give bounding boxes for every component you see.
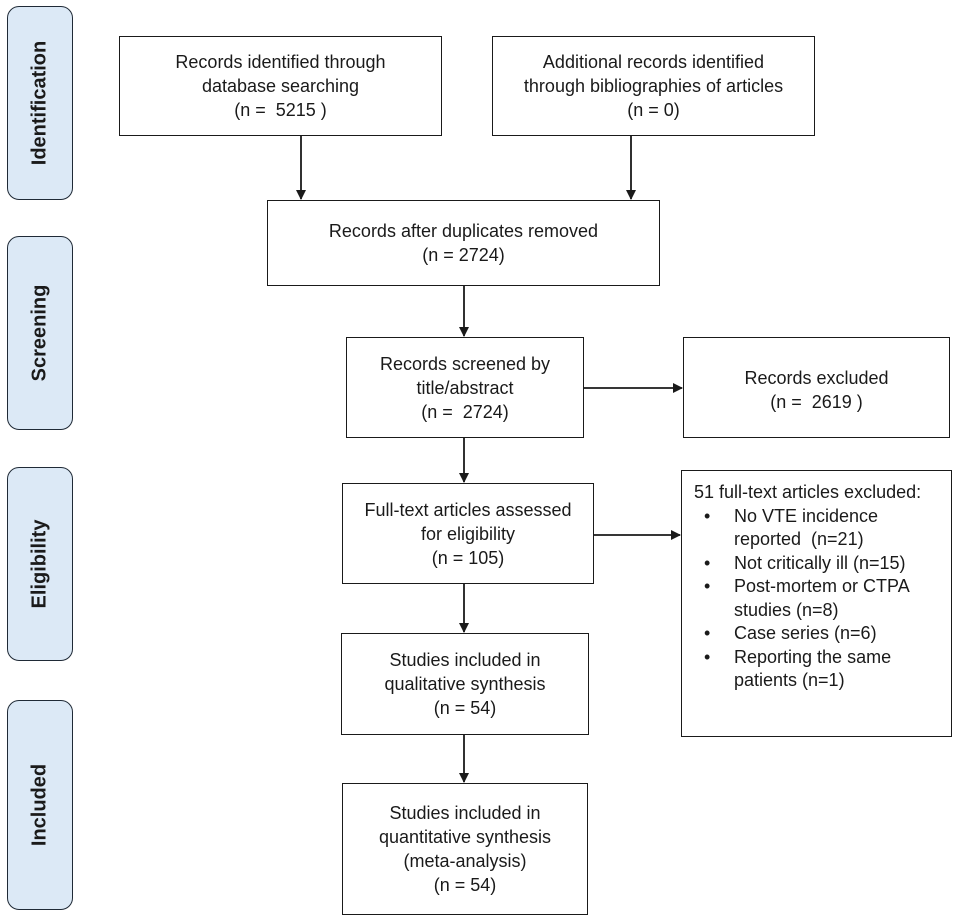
bullet-icon: • [704,576,711,596]
bullet-icon: • [704,646,711,667]
box-additional-records: Additional records identified through bi… [492,36,815,136]
exclusion-reasons-list: • No VTE incidence reported (n=21) • Not… [694,505,943,693]
list-item: • No VTE incidence reported (n=21) [694,505,943,552]
list-item: • Post-mortem or CTPA studies (n=8) [694,575,943,622]
box-records-screened: Records screened by title/abstract (n = … [346,337,584,438]
box-records-excluded: Records excluded (n = 2619 ) [683,337,950,438]
list-item: • Case series (n=6) [694,622,943,646]
box-quantitative-synthesis: Studies included in quantitative synthes… [342,783,588,915]
bullet-icon: • [704,623,711,643]
stage-identification: Identification [7,6,73,200]
bullet-icon: • [704,552,711,573]
box-fulltext-excluded: 51 full-text articles excluded: • No VTE… [681,470,952,737]
list-item: • Not critically ill (n=15) [694,552,943,576]
stage-screening: Screening [7,236,73,430]
box-duplicates-removed: Records after duplicates removed (n = 27… [267,200,660,286]
box-qualitative-synthesis: Studies included in qualitative synthesi… [341,633,589,735]
stage-eligibility: Eligibility [7,467,73,661]
bullet-icon: • [704,505,711,526]
exclusions-header: 51 full-text articles excluded: [694,482,922,502]
box-fulltext-assessed: Full-text articles assessed for eligibil… [342,483,594,584]
stage-included: Included [7,700,73,910]
box-database-records: Records identified through database sear… [119,36,442,136]
list-item: • Reporting the same patients (n=1) [694,646,943,693]
